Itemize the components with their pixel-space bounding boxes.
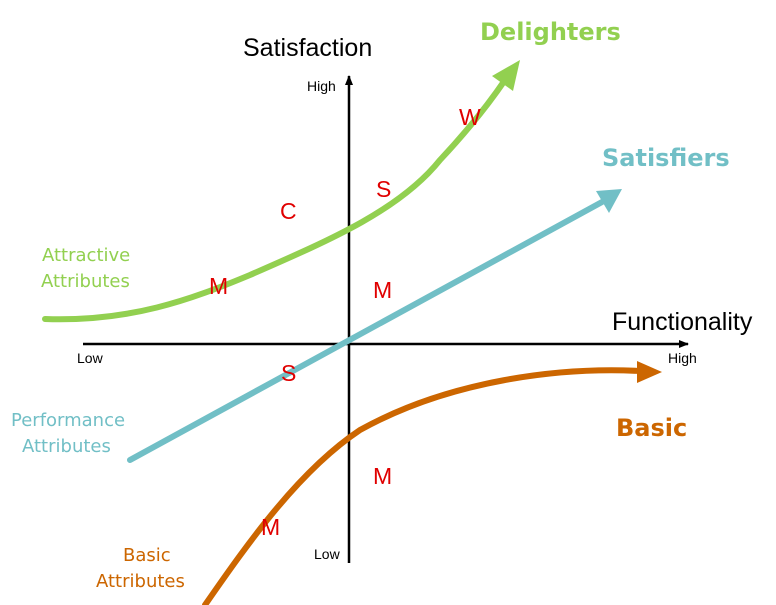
y-axis-high-label: High — [307, 78, 336, 94]
basic-marker-m-lower: M — [261, 514, 280, 540]
satisfiers-arrowhead — [596, 189, 622, 213]
y-axis-low-label: Low — [314, 546, 341, 562]
delighters-arrowhead — [492, 60, 520, 91]
basic-curve — [202, 367, 643, 605]
x-axis-title: Functionality — [612, 308, 753, 336]
delighters-curve — [42, 77, 508, 323]
x-axis-low-label: Low — [77, 350, 104, 366]
basic-attributes-label-line1: Basic — [123, 545, 171, 566]
satisfiers-line — [127, 199, 605, 463]
basic-marker-m-upper: M — [373, 463, 392, 489]
satisfiers-marker-m: M — [373, 277, 392, 303]
delighters-marker-s: S — [376, 176, 391, 202]
satisfiers-marker-s: S — [281, 360, 296, 386]
basic-title: Basic — [616, 414, 687, 442]
y-axis-title: Satisfaction — [243, 34, 372, 62]
attractive-attributes-label-line1: Attractive — [42, 245, 130, 266]
attractive-attributes-label-line2: Attributes — [41, 271, 130, 292]
delighters-title: Delighters — [480, 18, 621, 46]
delighters-marker-c: C — [280, 198, 297, 224]
basic-arrowhead — [637, 361, 662, 383]
satisfiers-title: Satisfiers — [602, 144, 730, 172]
delighters-marker-m: M — [209, 273, 228, 299]
delighters-marker-w: W — [459, 104, 481, 130]
performance-attributes-label-line1: Performance — [11, 410, 125, 431]
basic-attributes-label-line2: Attributes — [96, 571, 185, 592]
x-axis-high-label: High — [668, 350, 697, 366]
performance-attributes-label-line2: Attributes — [22, 436, 111, 457]
